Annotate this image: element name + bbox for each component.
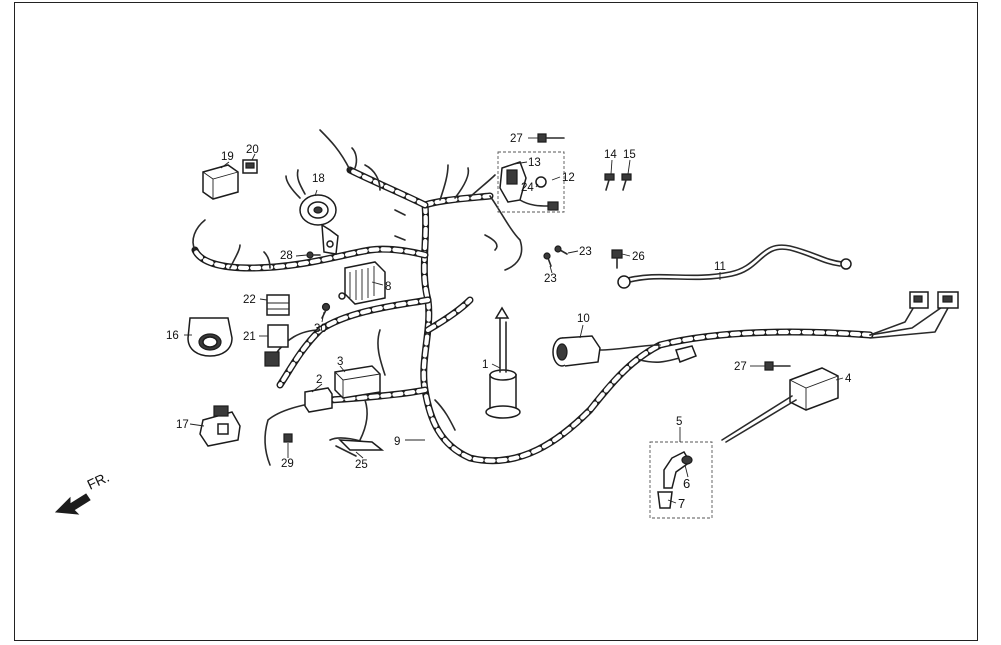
callout-27a: 27 [510, 133, 523, 145]
callout-1: 1 [482, 359, 488, 371]
connector-near-10 [675, 345, 697, 363]
callout-21: 21 [243, 331, 256, 343]
upper-sub-harness [192, 129, 523, 466]
connector-22 [266, 294, 290, 316]
callout-16: 16 [166, 330, 179, 342]
screws-14-15 [604, 173, 632, 191]
callout-6: 6 [683, 476, 690, 491]
leader-lines [184, 137, 844, 504]
relay-19 [202, 164, 239, 200]
screw-28 [306, 251, 321, 259]
callout-28: 28 [280, 250, 293, 262]
callout-9: 9 [394, 436, 400, 448]
callout-8: 8 [385, 281, 391, 293]
diagram-frame [14, 2, 978, 641]
cable-tie-25 [335, 439, 385, 457]
callout-3: 3 [337, 356, 343, 368]
callout-25: 25 [355, 459, 368, 471]
box-2 [304, 387, 333, 413]
callout-26: 26 [632, 251, 645, 263]
callout-7: 7 [678, 496, 685, 511]
callout-23a: 23 [579, 246, 592, 258]
front-arrow: FR. [54, 469, 112, 515]
plug-cap-group-5 [649, 441, 713, 519]
cdi-unit-3 [334, 365, 381, 399]
switch-17 [199, 405, 241, 447]
callout-17: 17 [176, 419, 189, 431]
callout-30: 30 [314, 323, 327, 335]
callout-4: 4 [845, 373, 852, 385]
callout-5: 5 [676, 416, 682, 428]
front-label: FR. [85, 469, 112, 493]
callout-15: 15 [623, 149, 636, 161]
unit-1 [485, 306, 521, 419]
callout-22: 22 [243, 294, 256, 306]
front-arrow-icon [54, 493, 91, 515]
bolt-26 [611, 249, 623, 269]
main-wire-harness [191, 166, 949, 465]
callout-24: 24 [521, 182, 534, 194]
callout-numbers: 1 2 3 4 5 6 7 8 9 10 11 12 13 14 15 16 1… [166, 133, 852, 511]
callout-10: 10 [577, 313, 590, 325]
relay-21 [264, 324, 289, 367]
screw-27a [537, 133, 565, 143]
callout-11: 11 [714, 261, 726, 273]
callout-18: 18 [312, 173, 325, 185]
ignition-coil-4 [721, 367, 839, 443]
screw-27b [764, 361, 791, 371]
horn-18 [285, 169, 339, 255]
callout-12: 12 [562, 172, 575, 184]
callout-19: 19 [221, 151, 234, 163]
callout-23b: 23 [544, 273, 557, 285]
callout-2: 2 [316, 374, 322, 386]
callout-29: 29 [281, 458, 294, 470]
callout-14: 14 [604, 149, 617, 161]
end-connectors [909, 291, 959, 309]
regulator-8 [338, 261, 386, 305]
connector-20 [242, 159, 258, 174]
holder-16 [187, 317, 233, 357]
switch-assembly-12 [497, 151, 565, 213]
callout-13: 13 [528, 157, 541, 169]
socket-10 [552, 335, 601, 367]
ground-cable-11 [617, 244, 852, 289]
screws-23 [543, 245, 568, 267]
callout-27b: 27 [734, 361, 747, 373]
callout-20: 20 [246, 144, 259, 156]
clip-29 [283, 433, 293, 443]
